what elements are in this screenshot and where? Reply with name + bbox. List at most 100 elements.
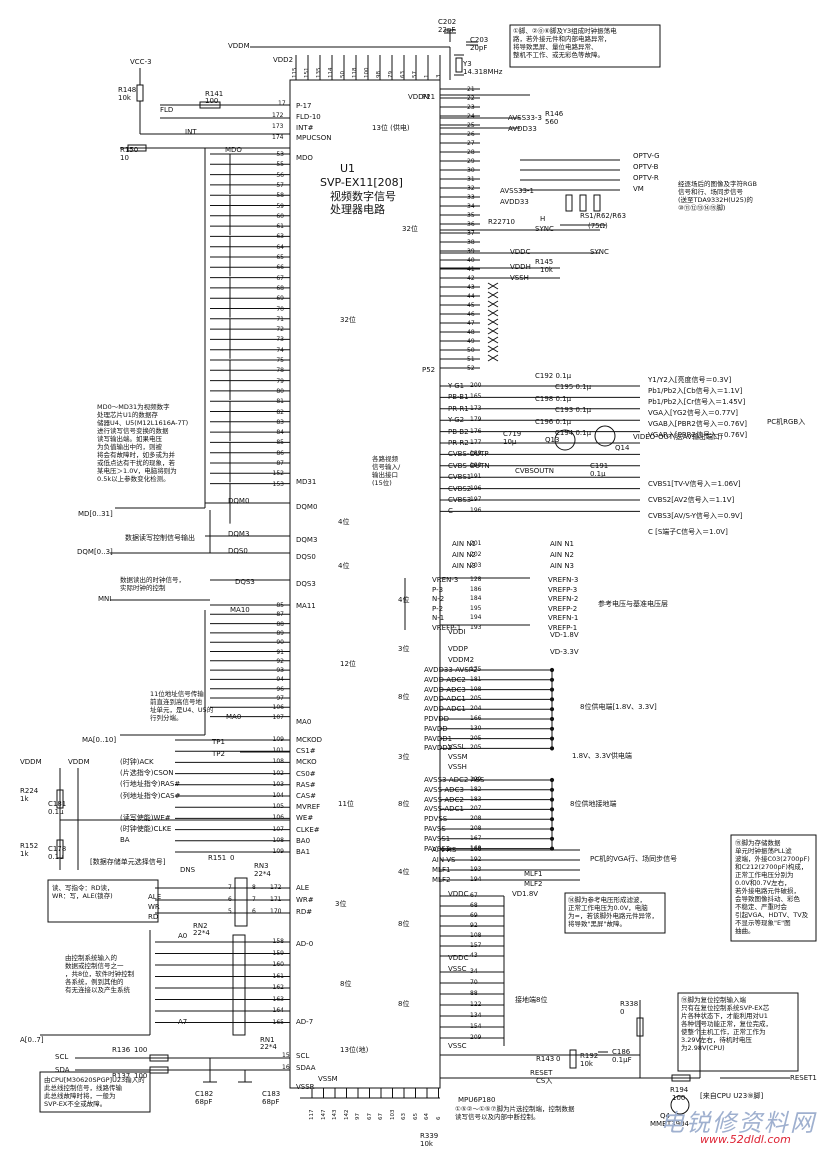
sync-label: SYNC [535,225,554,233]
c203-label: C203 [470,36,489,44]
md-pin-number: 63 [276,233,284,241]
vssc-pin-number: 34 [470,968,478,975]
avdd-pin: AVDD-ADC3 [424,685,466,694]
right-pin-number: 36 [467,221,475,228]
vref-net: VREFP-1 [548,623,578,632]
ma-pin-number: 90 [276,639,284,647]
r137-value: 100 [134,1072,148,1080]
r145-value: 10k [540,266,553,274]
md-pin-number: 87 [276,460,284,467]
ctrl-pin-number: 109 [272,736,284,743]
ad-pin-number: 162 [272,984,284,991]
ctrl-signal-desc: (时钟使能)CLKE [120,825,172,834]
ma-bus-label: MA[0..10] [82,736,117,744]
avss-pin: PAVSS [424,825,446,833]
dqm0-pin: DQM0 [296,503,318,511]
right-pin-number: 21 [467,86,475,93]
ainhs-pin-number: 168 [470,846,482,853]
avss-pin: PDVSS [424,815,448,824]
r152-label: R152 [20,842,39,850]
video-cap-label: C196 0.1μ [535,417,572,426]
md-pin-number: 61 [276,223,284,231]
pin-16: 16 [282,1064,290,1071]
avss-pin-number: 168 [470,844,482,852]
md-pin-number: 74 [276,346,284,354]
rn3-bits: 3位 [335,900,347,908]
rn3-chip-signal: WR# [296,896,314,904]
dqm0-label: DQM0 [228,497,250,505]
right-pin-number: 44 [467,293,475,300]
vm-label: VM [633,185,644,193]
ad-pin-number: 165 [272,1018,284,1026]
ctrl-pin-number: 106 [272,814,284,822]
vssl-pin: VSSL [448,743,466,751]
rn3-chip-pin: 171 [270,896,282,903]
vddi-pin: VDDI [448,628,466,636]
bottom-pin-number: 147 [320,1109,327,1121]
md-pin-number: 68 [276,284,284,292]
ma-pin-number: 93 [276,667,284,675]
c181-value: 0.1μ [48,808,64,816]
ma-pin-number: 92 [276,657,284,665]
vref-pin-number: 186 [470,585,482,593]
top-pin-number: 100 [364,67,370,79]
avdd-pin: AVDD33-AVSP2 [424,666,478,674]
ma0-label: MA0 [226,713,242,721]
ctrl-pin-number: 108 [272,758,284,766]
chip-body [289,79,441,1089]
r143-value: 0 [556,1055,561,1063]
right-pin-number: 38 [467,239,475,246]
ma-pin-number: 87 [276,611,284,619]
rn1-label: RN1 [260,1036,275,1044]
right-pin-number: 41 [467,266,475,273]
c183-label: C183 [262,1090,281,1098]
md-pin-number: 60 [276,212,284,220]
rn3-left-pin: 5 [228,908,232,915]
ma10-label: MA10 [230,606,250,614]
rn3-chip-pin: 170 [270,908,282,915]
a7-net: A7 [178,1018,188,1026]
video-signal-pin: Y-G2 [448,416,465,425]
video-pin-number: 196 [470,507,482,515]
video-signal-pin: CVBS3 [448,496,472,504]
ctrl-signal-desc: (行地址指令)RAS# [120,780,181,789]
r146-label: R146 [545,110,564,118]
vref-pin: VREN-3 [432,576,459,584]
rs-label: RS1/R62/R63 [580,212,627,220]
md-bus-label: MD[0..31] [78,510,113,518]
avdd-pin-number: 181 [470,675,482,683]
avdd-pin: AVDD-ADC1 [424,705,466,714]
video-input-label: VGA入[YG2信号入＝0.77V] [648,409,738,417]
rn2-value: 22*4 [193,929,210,937]
chip-desc-2: 处理器电路 [330,203,385,216]
vref-pin: N-2 [432,595,445,603]
vss-bits: 3位 [398,753,410,761]
dqs3-pin: DQS3 [296,580,316,588]
ainhs-pin: MLF1 [432,866,451,874]
int-net: INT [185,128,197,136]
r339-value: 10k [420,1140,433,1148]
vddm2-pin: VDDM2 [448,656,475,664]
vddm-right: VDDM [408,93,430,101]
ad-pin-number: 161 [272,972,284,980]
a0-net: A0 [178,932,188,940]
vddc-pin-number: 43 [470,952,478,959]
ainhs-pin: AIN-VS [432,856,456,864]
chip-part: SVP-EX11[208] [320,176,403,189]
right-pin-number: 22 [467,95,475,102]
r148-value: 10k [118,94,131,102]
vdd2-label: VDD2 [273,56,294,64]
ctrl-pin-number: 104 [272,792,284,799]
rn3-right-pin: 6 [252,908,256,915]
video-pin-number: 197 [470,496,482,503]
top-pin-number: 114 [328,67,334,79]
cvbs-input-label: CVBS2[AV2信号入＝1.1V] [648,496,735,504]
ctrl-bits: 11位 [338,800,354,808]
right-pin-number: 23 [467,104,475,111]
ad-bus-label: A[0..7] [20,1036,44,1044]
video-cap-label: C194 0.1μ [555,429,592,437]
avdd-pin: PAVDD [424,724,448,733]
ma-pin-number: 91 [276,648,284,656]
bottom-pin-number: 117 [309,1109,315,1121]
